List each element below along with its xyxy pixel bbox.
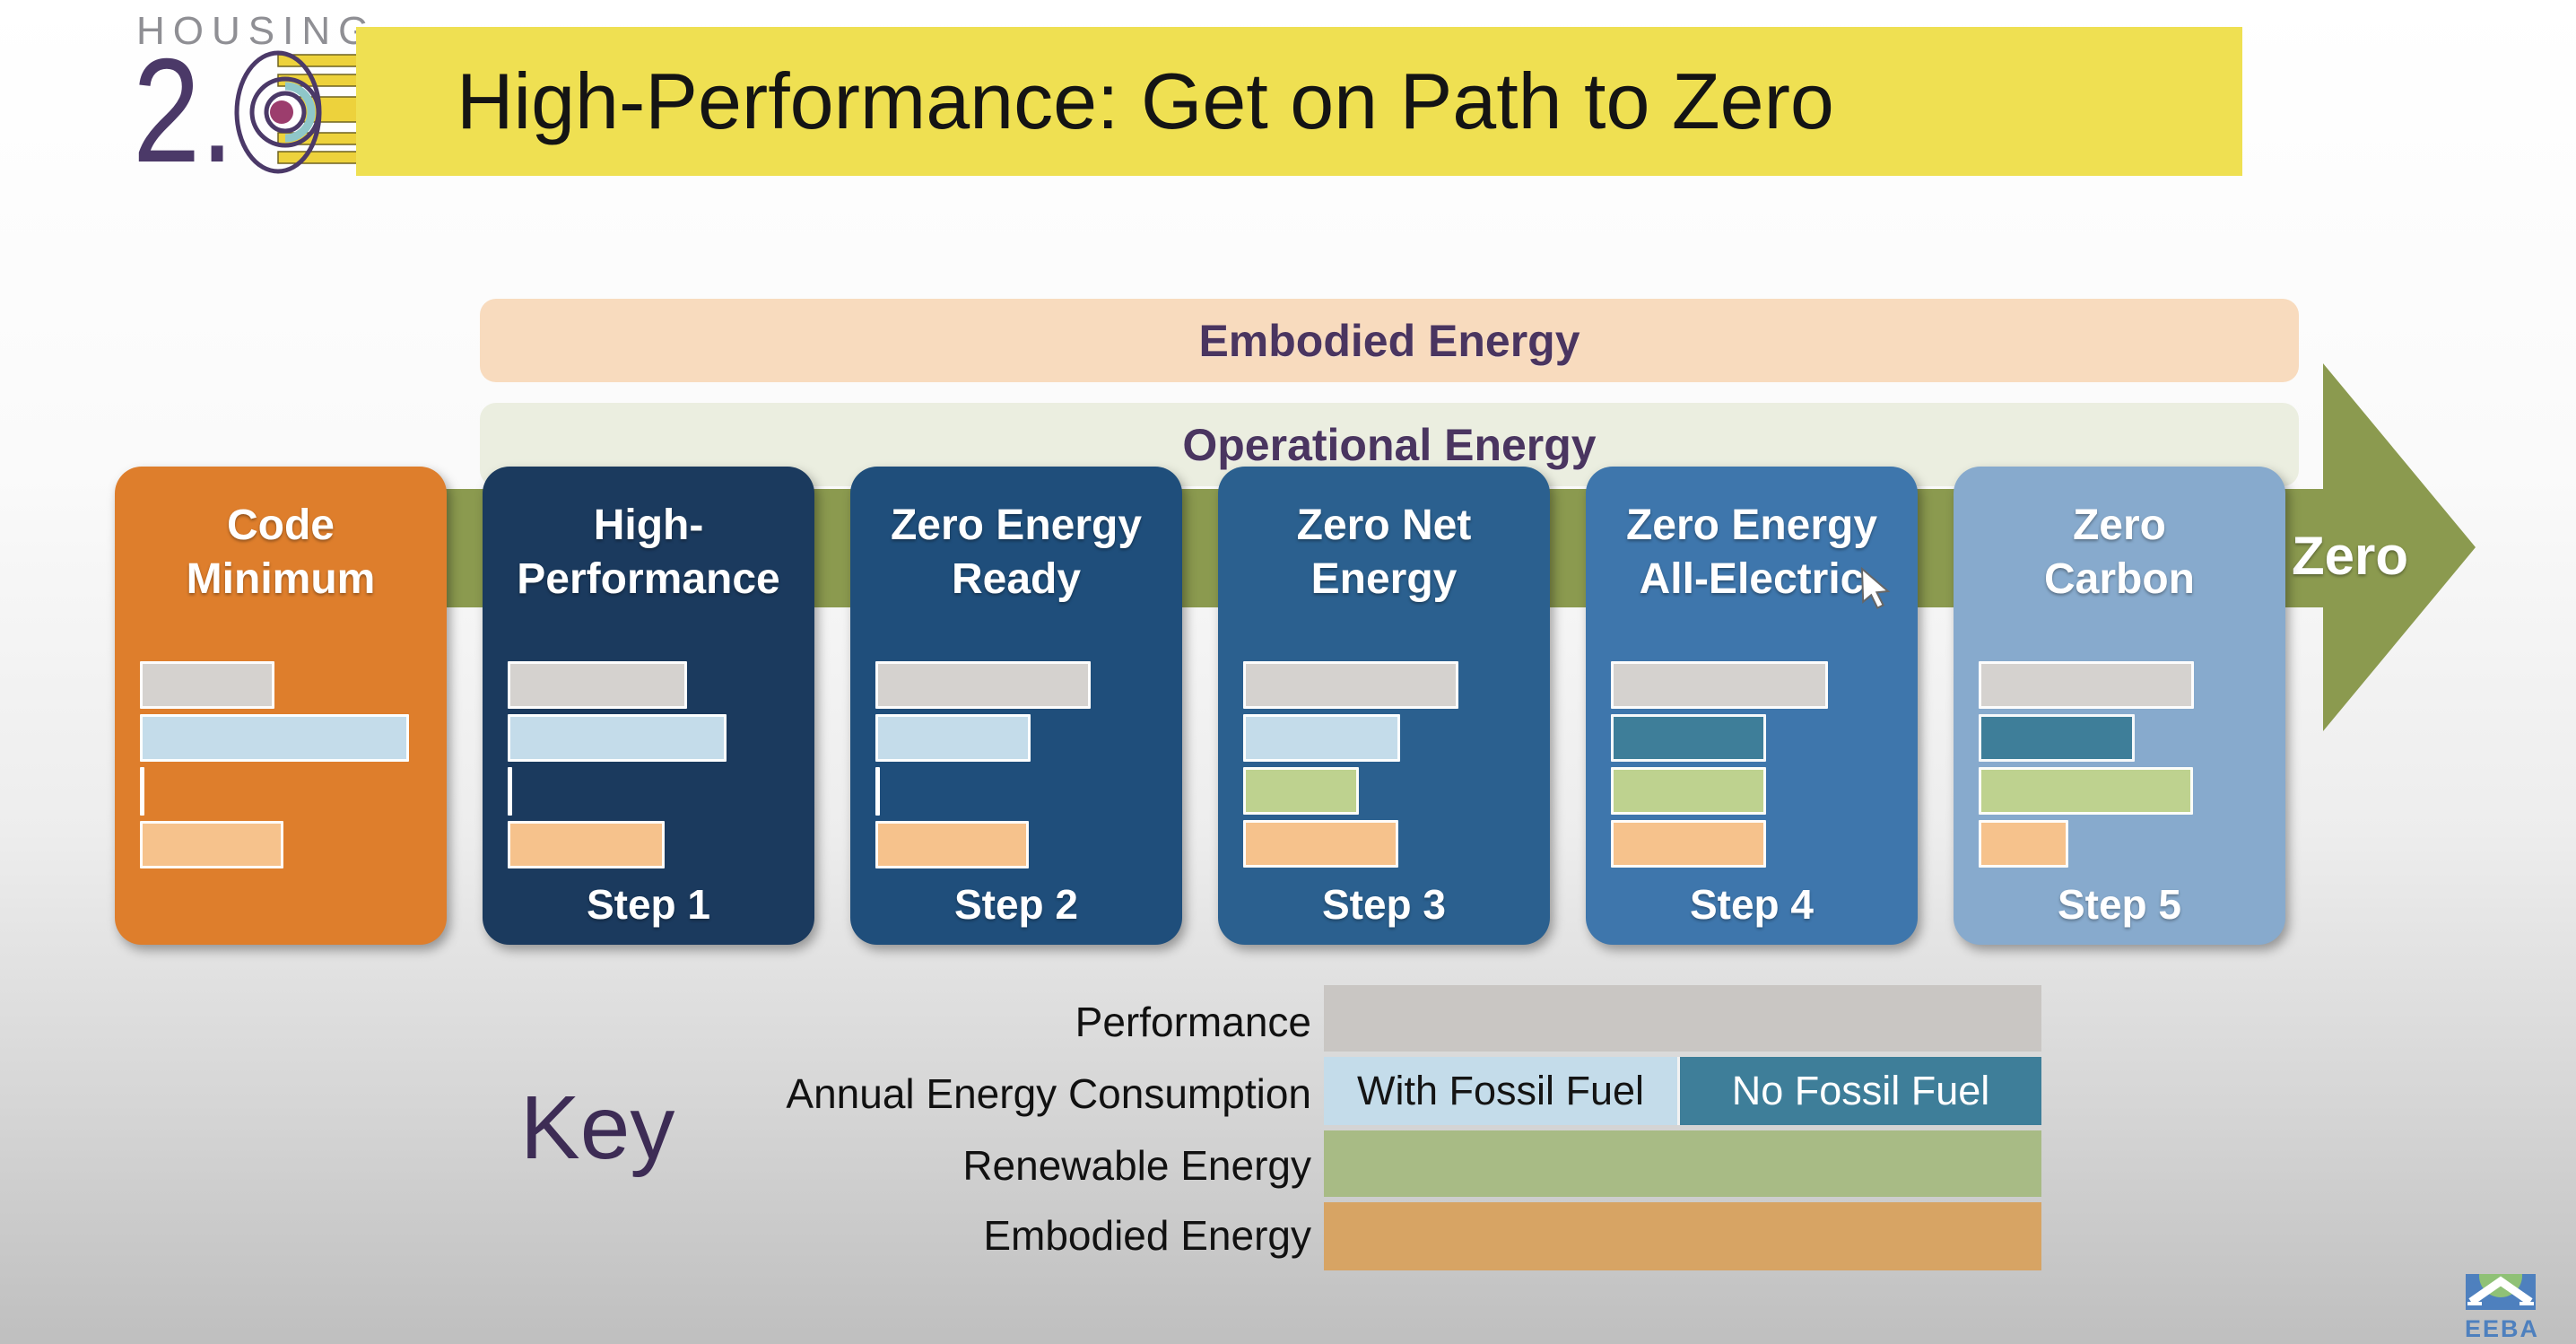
card-title-line1: Zero Net: [1296, 502, 1472, 549]
card-title: Code Minimum: [115, 499, 447, 607]
card-title-line2: Minimum: [186, 555, 376, 603]
card-title-line2: Carbon: [2044, 555, 2195, 603]
eeba-house-icon: [2466, 1254, 2536, 1310]
card-bars: [508, 661, 727, 874]
key-swatch-performance: [1324, 985, 2041, 1052]
bar-embodied: [1243, 820, 1398, 868]
bar-consumption: [1979, 714, 2135, 762]
card-zero-energy-ready: Zero Energy Ready Step 2: [850, 467, 1182, 945]
card-title: Zero Net Energy: [1218, 499, 1550, 607]
card-title-line1: Zero: [2072, 502, 2166, 549]
bar-tick: [875, 767, 880, 816]
key-label-embodied: Embodied Energy: [983, 1212, 1311, 1259]
card-title-line1: High-: [593, 502, 704, 549]
card-bars: [1979, 661, 2194, 873]
bar-embodied: [875, 821, 1029, 868]
operational-energy-banner-label: Operational Energy: [1182, 419, 1597, 470]
bar-performance: [1243, 661, 1458, 709]
step-label: Step 2: [953, 881, 1079, 928]
key-label-renewable: Renewable Energy: [962, 1142, 1311, 1189]
bar-consumption: [508, 714, 727, 762]
card-title-line1: Zero Energy: [1625, 502, 1878, 549]
bar-renewable: [1243, 767, 1359, 815]
key-swatch-embodied: [1324, 1202, 2041, 1270]
housing-logo-version-row: 2.: [133, 28, 410, 193]
bar-performance: [1979, 661, 2194, 709]
bar-performance: [508, 661, 687, 709]
bar-consumption: [1611, 714, 1766, 762]
key-title: Key: [520, 1078, 675, 1178]
card-title-line1: Zero Energy: [890, 502, 1143, 549]
card-bars: [1243, 661, 1458, 873]
card-zero-energy-all-electric: Zero Energy All-Electric Step 4: [1586, 467, 1918, 945]
card-title: High- Performance: [483, 499, 814, 607]
card-title: Zero Energy All-Electric: [1586, 499, 1918, 607]
card-zero-net-energy: Zero Net Energy Step 3: [1218, 467, 1550, 945]
card-title: Zero Carbon: [1954, 499, 2285, 607]
card-zero-carbon: Zero Carbon Step 5: [1954, 467, 2285, 945]
eeba-logo: EEBA: [2465, 1254, 2540, 1343]
card-title-line2: All-Electric: [1639, 555, 1865, 603]
card-bars: [140, 661, 409, 874]
bar-embodied: [1979, 820, 2068, 868]
bar-embodied: [508, 821, 665, 868]
bar-embodied: [1611, 820, 1766, 868]
key-label-consumption: Annual Energy Consumption: [786, 1070, 1311, 1117]
card-title-line2: Energy: [1310, 555, 1458, 603]
step-label: Step 1: [586, 881, 711, 928]
card-title-line2: Performance: [517, 555, 780, 603]
bar-performance: [1611, 661, 1828, 709]
slide-title: High-Performance: Get on Path to Zero: [457, 57, 1834, 145]
bar-renewable: [1979, 767, 2193, 815]
step-label: Step 5: [2057, 881, 2182, 928]
card-high-performance: High- Performance Step 1: [483, 467, 814, 945]
bar-renewable: [1611, 767, 1766, 815]
embodied-energy-banner: Embodied Energy: [480, 299, 2299, 382]
step-label: Step 4: [1689, 881, 1815, 928]
key-label-performance: Performance: [1075, 999, 1311, 1045]
key-swatch-renewable: [1324, 1130, 2041, 1197]
title-banner: High-Performance: Get on Path to Zero: [356, 27, 2242, 176]
housing-logo-word: HOUSING: [136, 9, 378, 53]
bar-consumption: [875, 714, 1031, 762]
key-swatch-with-fossil-fuel: With Fossil Fuel: [1324, 1057, 1680, 1125]
card-title-line2: Ready: [951, 555, 1082, 603]
card-bars: [1611, 661, 1828, 873]
zero-label: Zero: [2291, 526, 2409, 586]
bar-performance: [140, 661, 274, 709]
step-label: Step 3: [1321, 881, 1447, 928]
bar-tick: [140, 767, 144, 816]
bar-tick: [508, 767, 512, 816]
embodied-energy-banner-label: Embodied Energy: [1198, 315, 1580, 366]
bar-embodied: [140, 821, 283, 868]
key-swatch-no-fossil-fuel: No Fossil Fuel: [1680, 1057, 2041, 1125]
key-swatch-consumption: With Fossil Fuel No Fossil Fuel: [1324, 1057, 2041, 1125]
card-title: Zero Energy Ready: [850, 499, 1182, 607]
logo-version: 2.: [133, 28, 234, 193]
mouse-cursor-icon: [1860, 567, 1891, 609]
bar-consumption: [1243, 714, 1400, 762]
eeba-logo-word: EEBA: [2465, 1315, 2540, 1342]
card-code-minimum: Code Minimum: [115, 467, 447, 945]
card-title-line1: Code: [227, 502, 335, 549]
bar-performance: [875, 661, 1091, 709]
bar-consumption: [140, 714, 409, 762]
card-bars: [875, 661, 1091, 874]
